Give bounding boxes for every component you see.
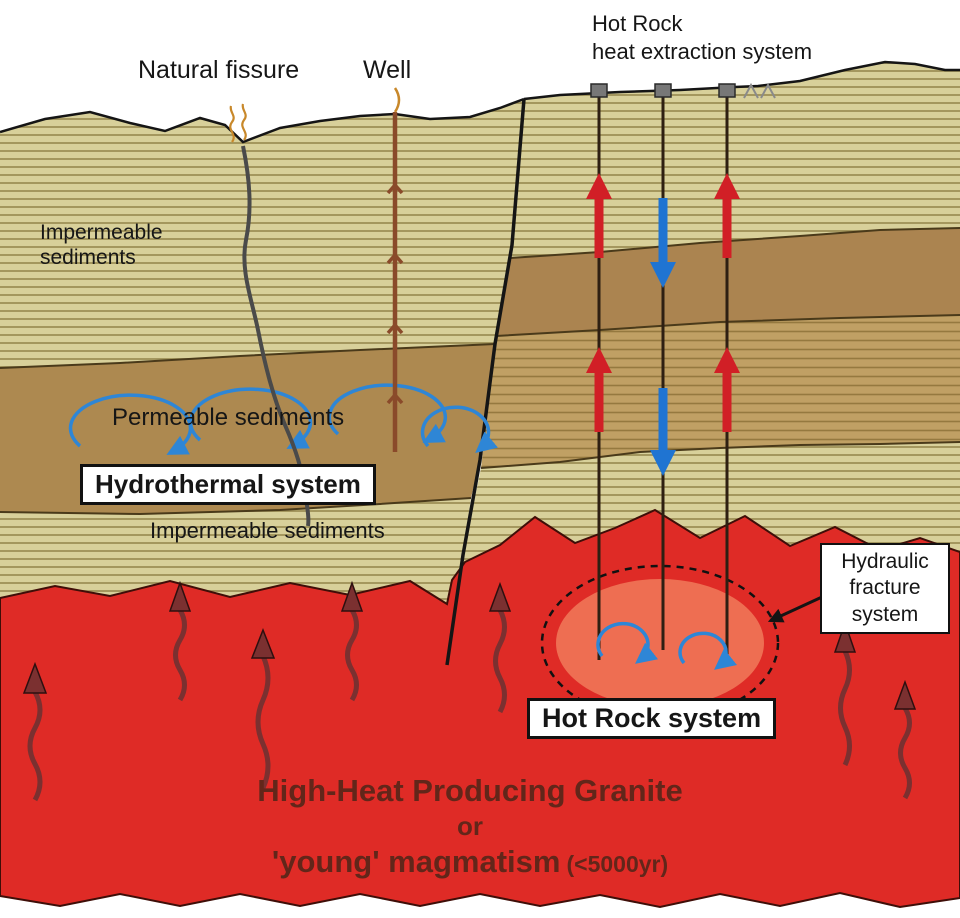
- injection-down-arrows: [650, 198, 676, 476]
- wellhead: [718, 83, 736, 98]
- surface-line-left: [0, 97, 525, 144]
- impermeable-sediments-upper-label: Impermeable sediments: [40, 221, 163, 270]
- granite-caption-age: (<5000yr): [566, 851, 669, 877]
- permeable-sediments-label: Permeable sediments: [112, 404, 345, 431]
- granite-caption-line3-text: 'young' magmatism: [271, 844, 561, 879]
- hydrothermal-system-label: Hydrothermal system: [80, 464, 376, 505]
- granite-caption-line3: 'young' magmatism(<5000yr): [110, 844, 830, 880]
- heat-flow-arrows: [22, 580, 917, 802]
- granite-caption: High-Heat Producing Granite or 'young' m…: [110, 773, 830, 880]
- hot-rock-extraction-line2: heat extraction system: [592, 38, 813, 64]
- granite-caption-line1: High-Heat Producing Granite: [257, 773, 683, 808]
- hydrothermal-well: [386, 87, 404, 452]
- plant-structure-icon: [743, 82, 759, 99]
- wellhead: [654, 83, 672, 98]
- hydraulic-pointer-arrow: [767, 595, 823, 623]
- hot-rock-extraction-label: Hot Rock heat extraction system: [592, 10, 812, 65]
- fracture-zone-fill: [556, 579, 764, 707]
- fracture-zone: [540, 564, 780, 722]
- natural-fissure-label: Natural fissure: [138, 56, 300, 84]
- hot-rock-extraction-line1: Hot Rock: [592, 11, 683, 36]
- right-layer-1: [510, 62, 960, 258]
- fault-line: [445, 98, 526, 666]
- hydraulic-fracture-system-label: Hydraulic fracture system: [820, 543, 950, 634]
- fracture-zone-dashed-outline: [540, 564, 780, 722]
- layer-boundaries: [0, 227, 960, 516]
- extraction-up-arrows: [586, 173, 740, 432]
- granite-caption-line2: or: [457, 811, 483, 841]
- plant-structure-icon: [760, 82, 776, 99]
- wellhead: [590, 83, 608, 98]
- surface-line-right: [523, 60, 960, 101]
- impermeable-sediments-lower-label: Impermeable sediments: [150, 518, 385, 543]
- hot-rock-system-label: Hot Rock system: [527, 698, 777, 739]
- well-label: Well: [363, 56, 412, 84]
- left-sediment-layers: [0, 99, 524, 660]
